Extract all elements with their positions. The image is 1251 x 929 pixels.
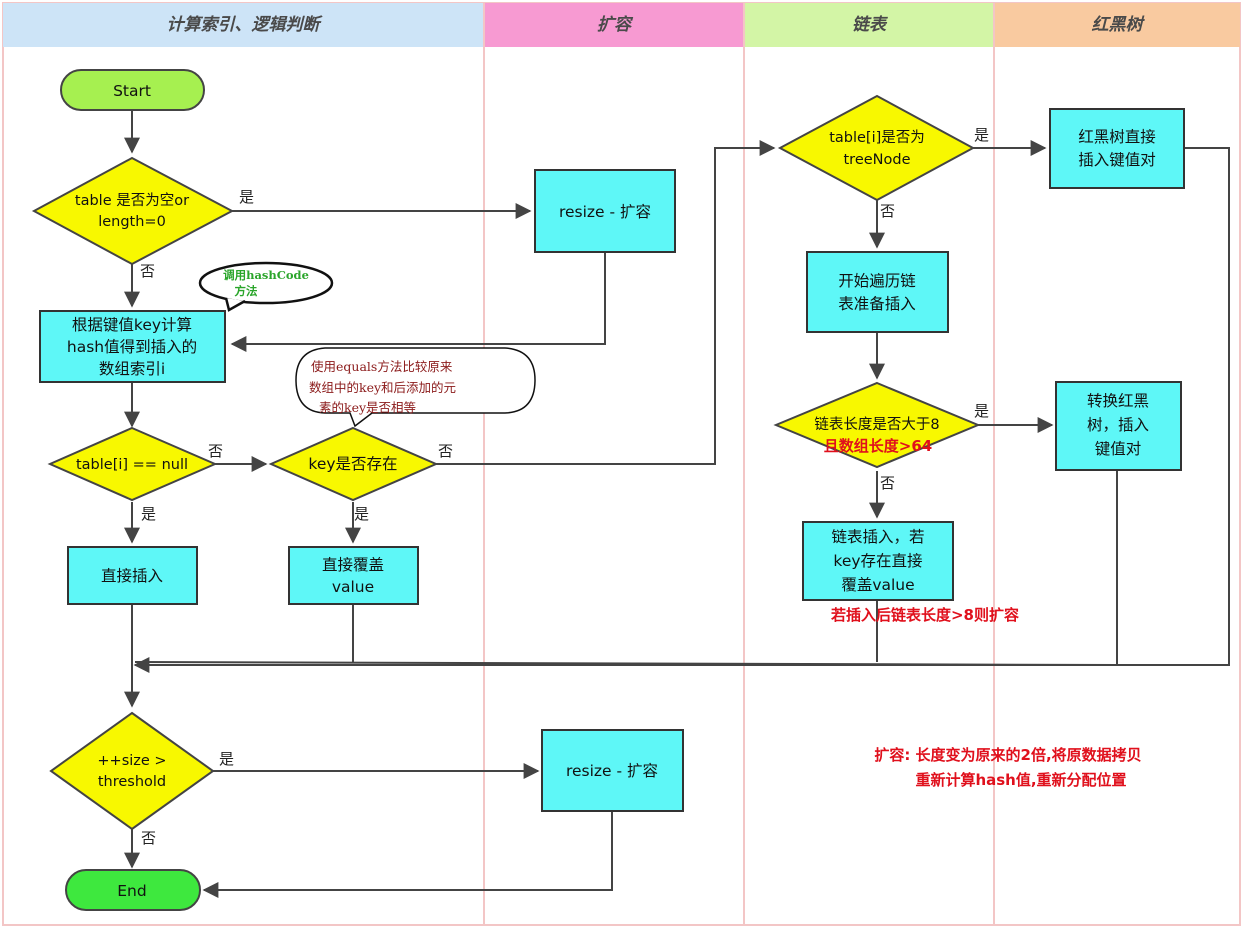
list-length-decision[interactable] — [773, 381, 981, 469]
resize-box-top[interactable] — [534, 169, 676, 253]
label-empty-no: 否 — [140, 262, 155, 280]
convert-tree-line2: 树，插入 — [1087, 416, 1149, 434]
start-label: Start — [113, 82, 151, 100]
label-length-yes: 是 — [974, 402, 989, 420]
hashcode-callout: 调用hashCode 方法 — [198, 261, 334, 312]
treenode-line1: table[i]是否为 — [829, 129, 925, 146]
compute-index-line3: 数组索引i — [99, 360, 165, 378]
resize-desc-line1: 扩容: 长度变为原来的2倍,将原数据拷贝 — [874, 746, 1141, 764]
convert-tree-line3: 键值对 — [1095, 440, 1142, 458]
traverse-line2: 表准备插入 — [838, 295, 916, 313]
resize-box-top-label: resize - 扩容 — [559, 203, 651, 221]
size-threshold-decision[interactable] — [49, 711, 215, 831]
lane-title-resize: 扩容 — [597, 15, 634, 35]
equals-callout-line3: 素的key是否相等 — [319, 400, 416, 415]
lane-header-list — [744, 3, 994, 47]
tree-insert-line1: 红黑树直接 — [1078, 128, 1156, 146]
equals-callout-line2: 数组中的key和后添加的元 — [309, 380, 456, 395]
list-insert-line1: 链表插入，若 — [831, 528, 924, 546]
convert-tree-line1: 转换红黑 — [1087, 392, 1149, 410]
edge-tree-insert-merge — [133, 147, 1230, 673]
label-length-no: 否 — [880, 474, 895, 492]
label-null-no: 否 — [208, 442, 223, 460]
compute-index-line1: 根据键值key计算 — [72, 315, 192, 334]
hashcode-callout-line2: 方法 — [235, 284, 258, 298]
overwrite-box[interactable] — [288, 546, 419, 605]
overwrite-line1: 直接覆盖 — [322, 556, 384, 574]
convert-tree-box[interactable] — [1055, 381, 1182, 471]
lane-header-index — [3, 3, 484, 47]
resize-desc-line2: 重新计算hash值,重新分配位置 — [915, 771, 1126, 789]
lane-header-tree — [994, 3, 1240, 47]
label-null-yes: 是 — [141, 505, 156, 523]
label-treenode-no: 否 — [880, 202, 895, 220]
equals-callout: 使用equals方法比较原来 数组中的key和后添加的元 素的key是否相等 — [295, 347, 536, 428]
traverse-box[interactable] — [806, 251, 949, 333]
edge-key-no-to-treenode-check — [436, 140, 776, 465]
table-i-null-label: table[i] == null — [76, 457, 188, 473]
label-empty-yes: 是 — [239, 188, 254, 206]
size-threshold-line1: ++size > — [97, 753, 166, 769]
lane-title-tree: 红黑树 — [1092, 15, 1146, 35]
list-length-label: 链表长度是否大于8 — [814, 416, 939, 433]
resize-box-bottom[interactable] — [541, 729, 684, 812]
edge-merge-trunk — [134, 661, 1118, 666]
tree-insert-box[interactable] — [1049, 108, 1185, 189]
lane-header-resize — [484, 3, 744, 47]
end-label: End — [117, 882, 146, 900]
compute-index-line2: hash值得到插入的 — [67, 338, 197, 356]
start-terminal[interactable] — [60, 69, 205, 111]
label-size-no: 否 — [141, 829, 156, 847]
label-size-yes: 是 — [219, 750, 234, 768]
lane-title-list: 链表 — [852, 15, 888, 35]
equals-callout-line1: 使用equals方法比较原来 — [311, 359, 453, 374]
list-insert-line3: 覆盖value — [841, 576, 914, 594]
end-terminal[interactable] — [65, 869, 201, 911]
list-insert-line2: key存在直接 — [833, 552, 922, 570]
after-insert-note: 若插入后链表长度>8则扩容 — [830, 606, 1019, 624]
table-empty-label-line1: table 是否为空or — [75, 192, 189, 209]
treenode-decision[interactable] — [777, 94, 976, 202]
array-length-note: 且数组长度>64 — [824, 437, 932, 455]
list-insert-box[interactable] — [802, 521, 954, 601]
label-treenode-yes: 是 — [974, 126, 989, 144]
label-key-yes: 是 — [354, 505, 369, 523]
traverse-line1: 开始遍历链 — [838, 272, 916, 290]
label-key-no: 否 — [438, 442, 453, 460]
tree-insert-line2: 插入键值对 — [1078, 151, 1156, 169]
lane-title-index: 计算索引、逻辑判断 — [167, 15, 324, 35]
edge-resize-to-end — [202, 811, 613, 898]
table-empty-label-line2: length=0 — [98, 214, 166, 230]
key-exists-label: key是否存在 — [308, 455, 397, 473]
direct-insert-label: 直接插入 — [101, 567, 163, 585]
key-exists-decision[interactable] — [268, 426, 439, 502]
size-threshold-line2: threshold — [98, 774, 166, 790]
treenode-line2: treeNode — [843, 152, 910, 168]
table-i-null-decision[interactable] — [47, 426, 218, 502]
edge-resize-to-index — [230, 252, 606, 352]
direct-insert-box[interactable] — [67, 546, 198, 605]
resize-box-bottom-label: resize - 扩容 — [566, 762, 658, 780]
compute-index-box[interactable] — [39, 310, 226, 383]
table-empty-decision[interactable] — [31, 156, 235, 266]
overwrite-line2: value — [332, 578, 374, 596]
hashcode-callout-line1: 调用hashCode — [223, 268, 309, 282]
